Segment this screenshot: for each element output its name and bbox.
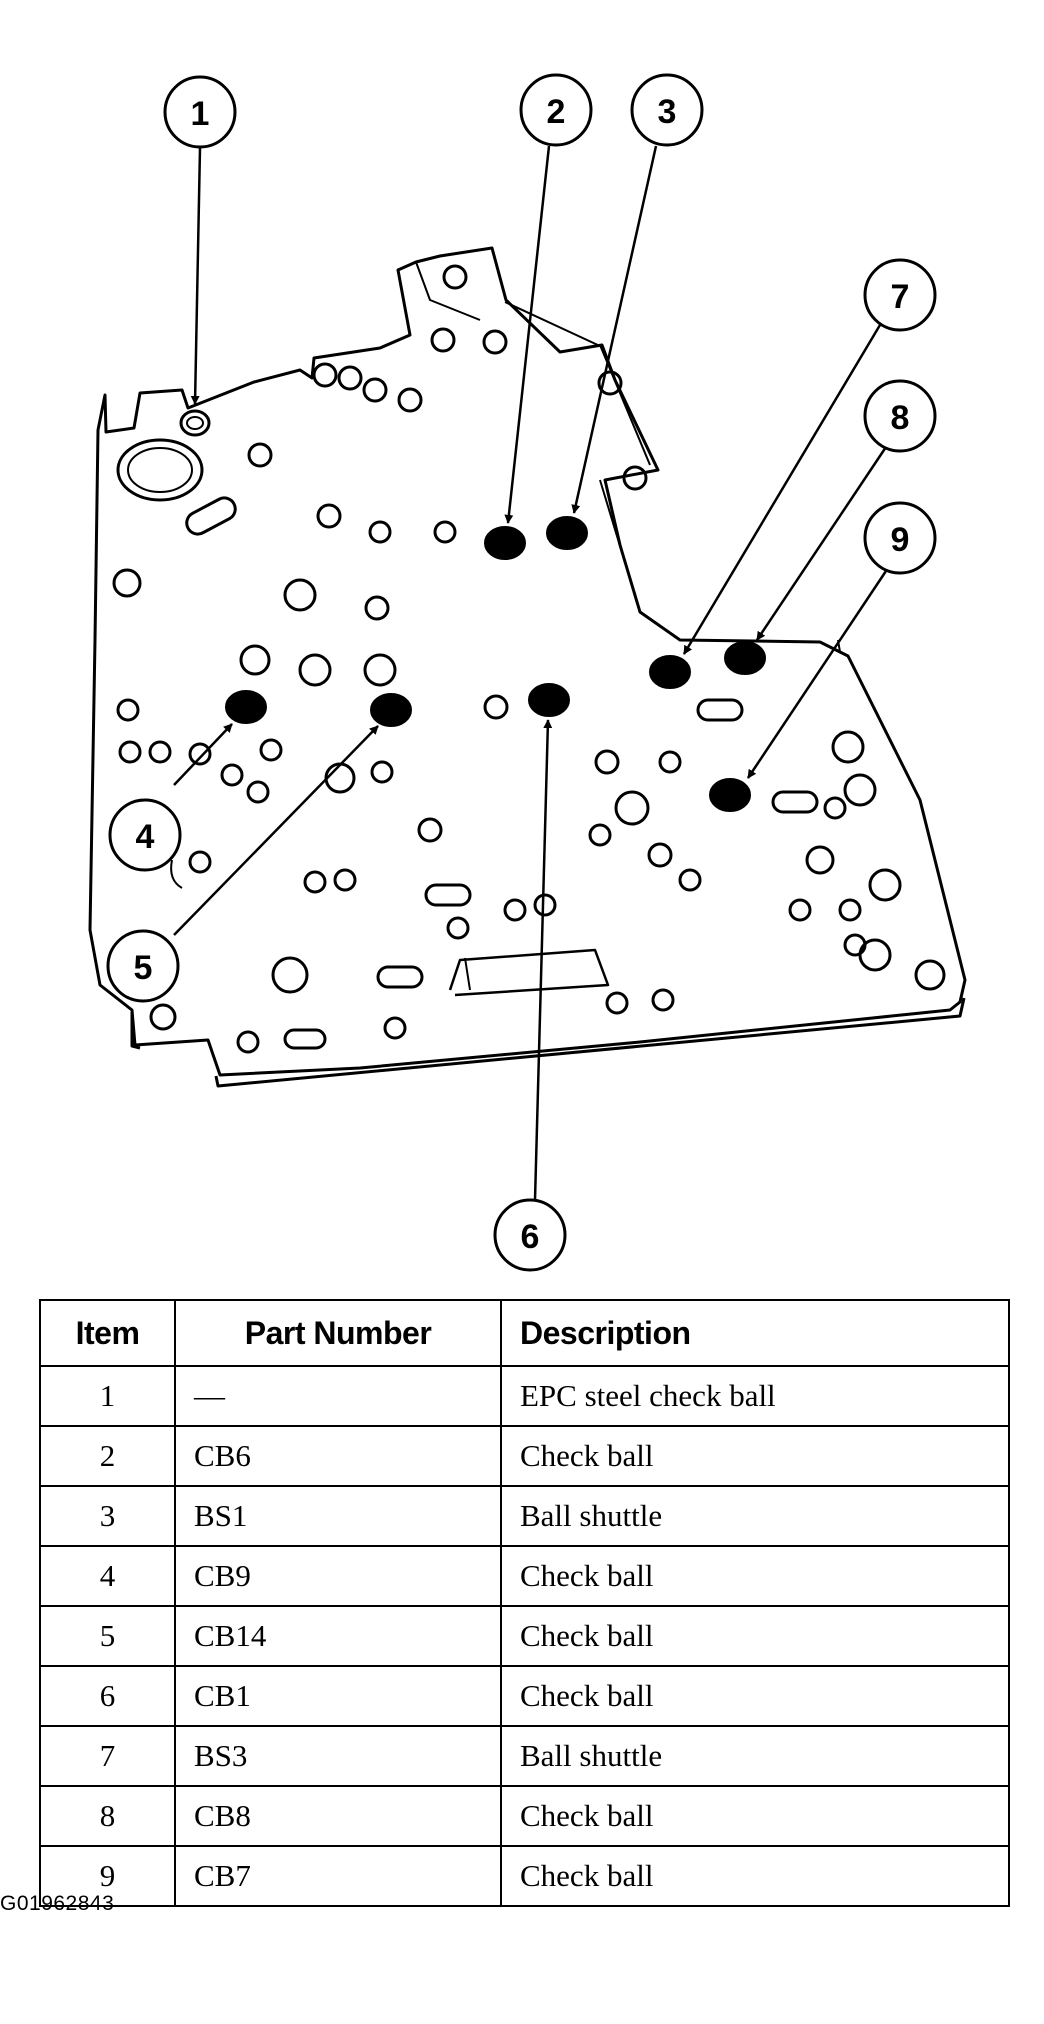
table-row: 5 CB14 Check ball xyxy=(39,1605,1010,1667)
leader-line-6 xyxy=(533,719,553,1201)
table-row: 1 — EPC steel check ball xyxy=(39,1365,1010,1427)
figure-id: G01962843 xyxy=(0,1892,115,1915)
leader-line-3 xyxy=(571,145,658,514)
header-part-number: Part Number xyxy=(174,1299,502,1367)
cell-description: Check ball xyxy=(500,1545,1010,1607)
cell-item: 2 xyxy=(39,1425,176,1487)
cell-item: 8 xyxy=(39,1785,176,1847)
cell-part-number: CB7 xyxy=(174,1845,502,1907)
table-row: 7 BS3 Ball shuttle xyxy=(39,1725,1010,1787)
check-ball-7 xyxy=(649,655,691,689)
plate-holes xyxy=(112,264,946,1054)
callout-7: 7 xyxy=(891,278,910,316)
table-row: 6 CB1 Check ball xyxy=(39,1665,1010,1727)
leader-line-8 xyxy=(755,443,890,641)
leader-line-4 xyxy=(173,723,233,786)
table-row: 8 CB8 Check ball xyxy=(39,1785,1010,1847)
cell-description: Check ball xyxy=(500,1425,1010,1487)
cell-part-number: CB1 xyxy=(174,1665,502,1727)
leader-lines xyxy=(173,145,890,1201)
leader-line-1 xyxy=(190,147,202,405)
cell-part-number: BS1 xyxy=(174,1485,502,1547)
leader-line-9 xyxy=(746,567,890,779)
cell-description: Check ball xyxy=(500,1785,1010,1847)
cell-item: 5 xyxy=(39,1605,176,1667)
check-ball-4 xyxy=(225,690,267,724)
callout-2: 2 xyxy=(547,93,566,131)
check-ball-8 xyxy=(724,641,766,675)
cell-part-number: BS3 xyxy=(174,1725,502,1787)
cell-description: Check ball xyxy=(500,1605,1010,1667)
check-balls xyxy=(225,516,766,812)
table-header-row: Item Part Number Description xyxy=(39,1299,1010,1367)
cell-description: EPC steel check ball xyxy=(500,1365,1010,1427)
table-row: 2 CB6 Check ball xyxy=(39,1425,1010,1487)
cell-item: 9 xyxy=(39,1845,176,1907)
header-item: Item xyxy=(39,1299,176,1367)
check-ball-9 xyxy=(709,778,751,812)
callout-3: 3 xyxy=(658,93,677,131)
table-row: 3 BS1 Ball shuttle xyxy=(39,1485,1010,1547)
table-row: 4 CB9 Check ball xyxy=(39,1545,1010,1607)
cell-part-number: CB14 xyxy=(174,1605,502,1667)
callout-4: 4 xyxy=(136,818,155,856)
check-ball-5 xyxy=(370,693,412,727)
table-row: 9 CB7 Check ball xyxy=(39,1845,1010,1907)
callout-8: 8 xyxy=(891,399,910,437)
parts-table: Item Part Number Description 1 — EPC ste… xyxy=(39,1299,1010,1907)
callout-6: 6 xyxy=(521,1218,540,1256)
callout-numbers: 1 2 3 4 5 6 7 8 9 xyxy=(134,93,910,1256)
cell-item: 6 xyxy=(39,1665,176,1727)
cell-item: 7 xyxy=(39,1725,176,1787)
cell-item: 4 xyxy=(39,1545,176,1607)
valve-body-plate xyxy=(88,246,967,1088)
cell-part-number: CB6 xyxy=(174,1425,502,1487)
leader-line-7 xyxy=(682,324,882,655)
callout-1: 1 xyxy=(191,95,210,133)
cell-description: Check ball xyxy=(500,1665,1010,1727)
cell-description: Ball shuttle xyxy=(500,1485,1010,1547)
callout-9: 9 xyxy=(891,521,910,559)
cell-description: Check ball xyxy=(500,1845,1010,1907)
cell-item: 3 xyxy=(39,1485,176,1547)
check-ball-3 xyxy=(546,516,588,550)
callout-5: 5 xyxy=(134,949,153,987)
cell-part-number: CB8 xyxy=(174,1785,502,1847)
leader-line-2 xyxy=(504,145,551,524)
cell-part-number: CB9 xyxy=(174,1545,502,1607)
callouts xyxy=(106,73,937,1272)
check-ball-2 xyxy=(484,526,526,560)
valve-body-diagram: 1 2 3 4 5 6 7 8 9 xyxy=(88,73,967,1272)
leader-line-5 xyxy=(173,725,379,936)
cell-item: 1 xyxy=(39,1365,176,1427)
cell-part-number: — xyxy=(174,1365,502,1427)
header-description: Description xyxy=(500,1299,1010,1367)
check-ball-6 xyxy=(528,683,570,717)
cell-description: Ball shuttle xyxy=(500,1725,1010,1787)
